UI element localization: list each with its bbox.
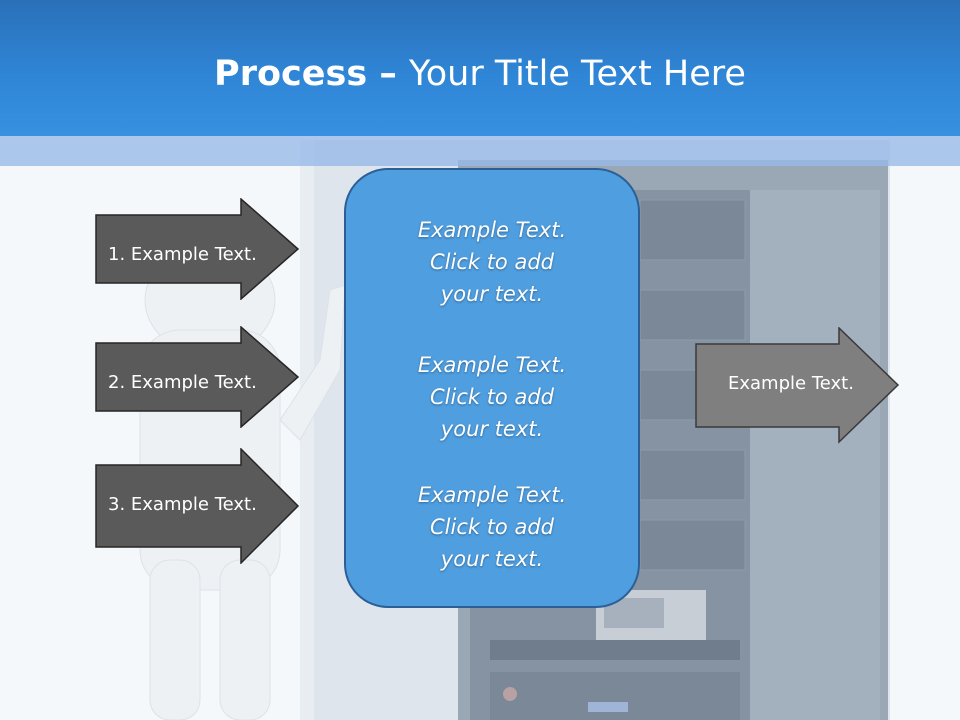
slide-title[interactable]: Process – Your Title Text Here xyxy=(0,52,960,96)
center-paragraph-2-line-1: Example Text. xyxy=(417,353,567,377)
header-accent-strip xyxy=(0,136,960,166)
right-arrow-icon xyxy=(95,198,300,300)
step-2-label: 2. Example Text. xyxy=(108,372,257,393)
center-paragraph-3-line-1: Example Text. xyxy=(417,483,567,507)
center-paragraph-2-line-3: your text. xyxy=(440,417,544,441)
center-text-box[interactable]: Example Text. Click to add your text. Ex… xyxy=(344,168,640,608)
header-bar xyxy=(0,0,960,136)
title-dash: – xyxy=(367,54,410,94)
step-3-arrow[interactable]: 3. Example Text. xyxy=(95,448,300,564)
center-paragraph-2: Example Text. Click to add your text. xyxy=(346,349,638,445)
step-2-arrow[interactable]: 2. Example Text. xyxy=(95,326,300,428)
right-arrow-icon xyxy=(95,326,300,428)
center-paragraph-1-line-3: your text. xyxy=(440,282,544,306)
step-1-label: 1. Example Text. xyxy=(108,244,257,265)
step-1-arrow[interactable]: 1. Example Text. xyxy=(95,198,300,300)
center-paragraph-3: Example Text. Click to add your text. xyxy=(346,479,638,575)
center-paragraph-2-line-2: Click to add xyxy=(429,385,554,409)
center-paragraph-3-line-2: Click to add xyxy=(429,515,554,539)
right-arrow-icon xyxy=(95,448,300,564)
center-paragraph-1-line-2: Click to add xyxy=(429,250,554,274)
title-rest: Your Title Text Here xyxy=(409,54,746,94)
right-arrow-icon xyxy=(695,327,900,444)
center-paragraph-1: Example Text. Click to add your text. xyxy=(346,214,638,310)
result-arrow[interactable]: Example Text. xyxy=(695,327,900,445)
center-paragraph-3-line-3: your text. xyxy=(440,547,544,571)
title-bold-word: Process xyxy=(214,54,368,94)
result-label: Example Text. xyxy=(728,373,854,394)
step-3-label: 3. Example Text. xyxy=(108,494,257,515)
center-paragraph-1-line-1: Example Text. xyxy=(417,218,567,242)
